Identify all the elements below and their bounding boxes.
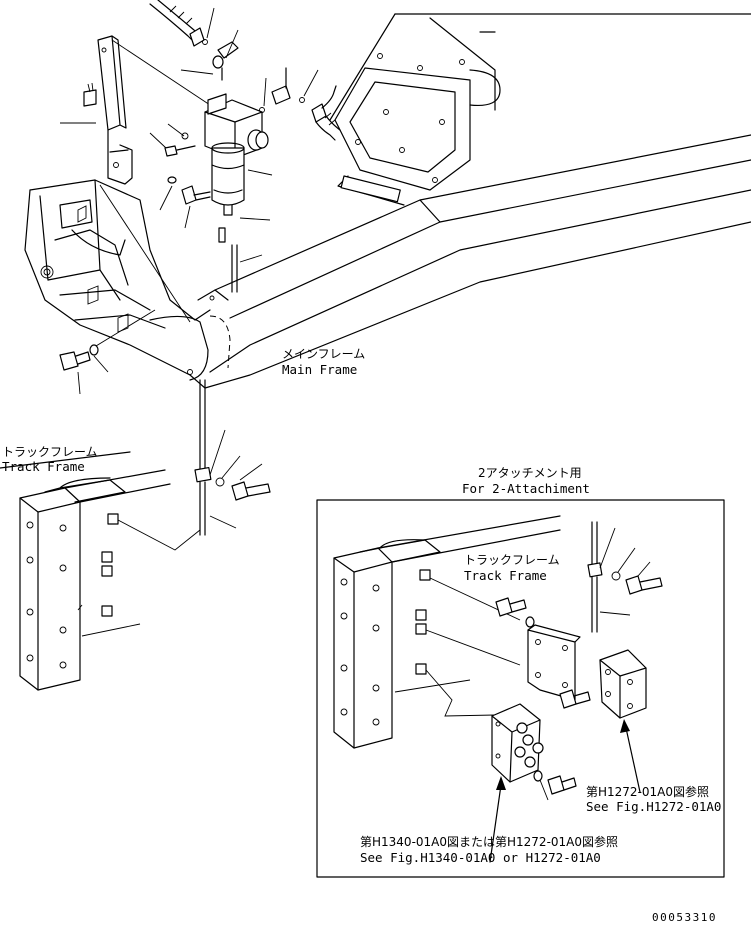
main-frame-label-jp: メインフレーム xyxy=(282,347,365,361)
drain-hose xyxy=(194,379,271,536)
inset-title-en: For 2-Attachiment xyxy=(462,481,590,496)
reference-arrows xyxy=(489,719,641,863)
inset-title-jp: 2アタッチメント用 xyxy=(478,466,582,480)
fuel-filter-assembly xyxy=(149,0,341,293)
track-frame-left xyxy=(0,451,201,691)
track-frame-label-jp: トラックフレーム xyxy=(2,445,98,459)
mounting-bolt-left xyxy=(59,309,156,395)
reference-2-en: See Fig.H1340-01A0 or H1272-01A0 xyxy=(360,850,601,865)
text-labels: メインフレーム Main Frame トラックフレーム Track Frame … xyxy=(2,347,721,924)
reference-2-jp: 第H1340-01A0図または第H1272-01A0図参照 xyxy=(360,834,618,849)
main-frame-label-en: Main Frame xyxy=(282,362,357,377)
track-frame-label-en: Track Frame xyxy=(2,459,85,474)
inset-track-frame-jp: トラックフレーム xyxy=(464,553,560,567)
reference-1-jp: 第H1272-01A0図参照 xyxy=(586,784,709,799)
main-frame xyxy=(24,13,751,389)
inset-track-frame-en: Track Frame xyxy=(464,568,547,583)
drawing-number: 00053310 xyxy=(652,911,717,924)
reference-1-en: See Fig.H1272-01A0 xyxy=(586,799,721,814)
inset-2-attachment xyxy=(316,499,725,878)
